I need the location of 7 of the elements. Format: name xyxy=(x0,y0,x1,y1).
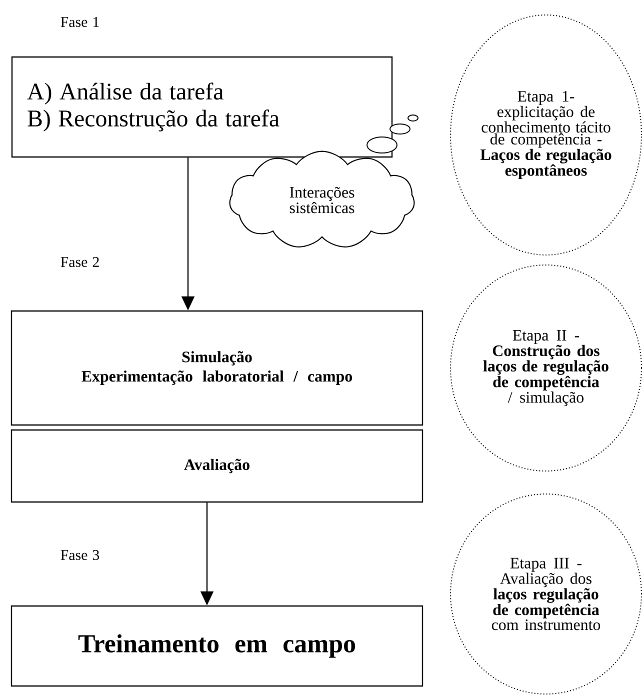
process-box: Treinamento em campo xyxy=(10,605,424,687)
process-box: A) Análise da tarefa B) Reconstrução da tarefa xyxy=(11,56,393,158)
process-box: Avaliação xyxy=(10,429,424,503)
phase-label: Fase 1 xyxy=(60,17,99,27)
phase-label: Fase 2 xyxy=(60,257,99,268)
process-box: Simulação Experimentação laboratorial / campo xyxy=(10,310,424,426)
phase-label: Fase 3 xyxy=(60,550,100,560)
